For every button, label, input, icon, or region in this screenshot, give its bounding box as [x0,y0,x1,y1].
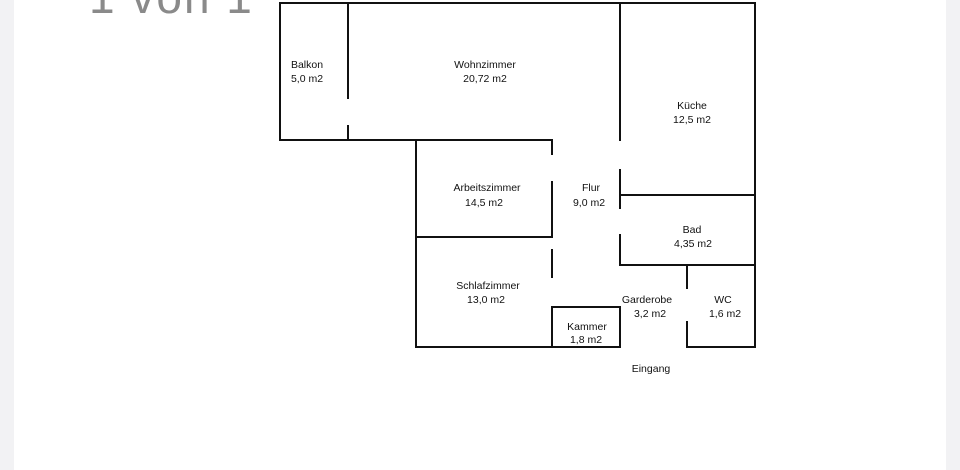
room-name: Schlafzimmer [456,280,520,292]
room-name: Bad [683,224,702,236]
room-flur: Flur 9,0 m2 [573,182,605,209]
room-garderobe: Garderobe 3,2 m2 [622,294,672,320]
room-arbeitszimmer: Arbeitszimmer 14,5 m2 [453,182,521,209]
room-name: Balkon [291,59,323,71]
room-name: Wohnzimmer [454,59,516,71]
room-wc: WC 1,6 m2 [709,294,741,320]
room-schlafzimmer: Schlafzimmer 13,0 m2 [456,280,520,306]
room-labels: Balkon 5,0 m2 Wohnzimmer 20,72 m2 Küche … [291,59,741,375]
room-bad: Bad 4,35 m2 [674,224,712,250]
room-area: 3,2 m2 [634,308,666,320]
page-counter-text: 1 von 1 [89,0,254,24]
room-kammer: Kammer 1,8 m2 [567,321,607,346]
room-name: Küche [677,100,707,112]
room-name: Kammer [567,321,607,333]
room-area: 20,72 m2 [463,73,507,85]
room-name: Flur [582,182,601,194]
room-name: Arbeitszimmer [453,182,521,194]
room-area: 14,5 m2 [465,197,503,209]
document-page: 1 von 1 [14,0,946,470]
walls [279,2,756,348]
room-kueche: Küche 12,5 m2 [673,100,711,126]
room-area: 9,0 m2 [573,197,605,209]
room-area: 1,6 m2 [709,308,741,320]
room-name: WC [714,294,732,306]
room-area: 4,35 m2 [674,238,712,250]
entrance-label: Eingang [632,363,671,375]
room-area: 5,0 m2 [291,73,323,85]
room-area: 12,5 m2 [673,114,711,126]
room-balkon: Balkon 5,0 m2 [291,59,323,85]
room-area: 1,8 m2 [570,334,602,346]
room-area: 13,0 m2 [467,294,505,306]
room-wohnzimmer: Wohnzimmer 20,72 m2 [454,59,516,85]
room-name: Garderobe [622,294,672,306]
floor-plan: Balkon 5,0 m2 Wohnzimmer 20,72 m2 Küche … [279,2,756,375]
